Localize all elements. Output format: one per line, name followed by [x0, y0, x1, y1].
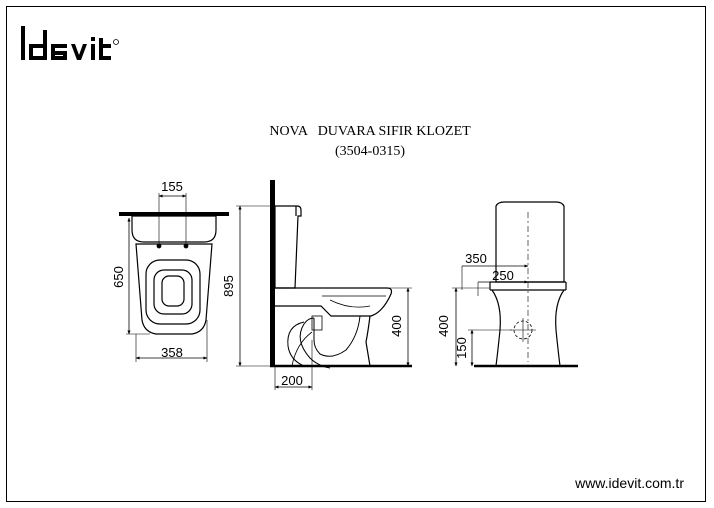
- dim-895: 895: [221, 275, 236, 297]
- dim-150: 150: [454, 337, 469, 359]
- bowl-right-rear: [555, 289, 565, 367]
- top-view: [119, 193, 229, 362]
- outlet-connector: [311, 315, 323, 331]
- wall-side-view: [270, 180, 275, 366]
- website-url[interactable]: www.idevit.com.tr: [575, 475, 684, 491]
- drawing-title: NOVA DUVARA SIFIR KLOZET: [269, 124, 471, 139]
- dim-250: 250: [492, 268, 514, 283]
- seat-top: [145, 259, 201, 325]
- bowl-rim-side: [275, 287, 393, 317]
- dim-650: 650: [111, 266, 126, 288]
- drawing-frame: [6, 6, 706, 502]
- tank-top: [131, 215, 217, 243]
- bowl-left-rear: [491, 289, 501, 367]
- dim-350: 350: [465, 251, 487, 266]
- product-code: (3504-0315): [335, 144, 405, 159]
- dim-358: 358: [161, 345, 183, 360]
- seat-opening-top: [161, 275, 185, 307]
- dim-200: 200: [281, 373, 303, 388]
- rear-view: [452, 201, 578, 368]
- side-view: [236, 180, 412, 390]
- tank-side: [274, 205, 302, 289]
- brand-logo: [21, 26, 119, 60]
- dim-400-side: 400: [389, 315, 404, 337]
- wall-top-view: [119, 212, 229, 216]
- seat-inner-top: [153, 269, 193, 315]
- dim-400-rear: 400: [436, 315, 451, 337]
- tank-rear: [495, 201, 565, 283]
- dim-155: 155: [161, 179, 183, 194]
- bowl-outline-top: [135, 243, 213, 335]
- bowl-front-side: [365, 315, 371, 367]
